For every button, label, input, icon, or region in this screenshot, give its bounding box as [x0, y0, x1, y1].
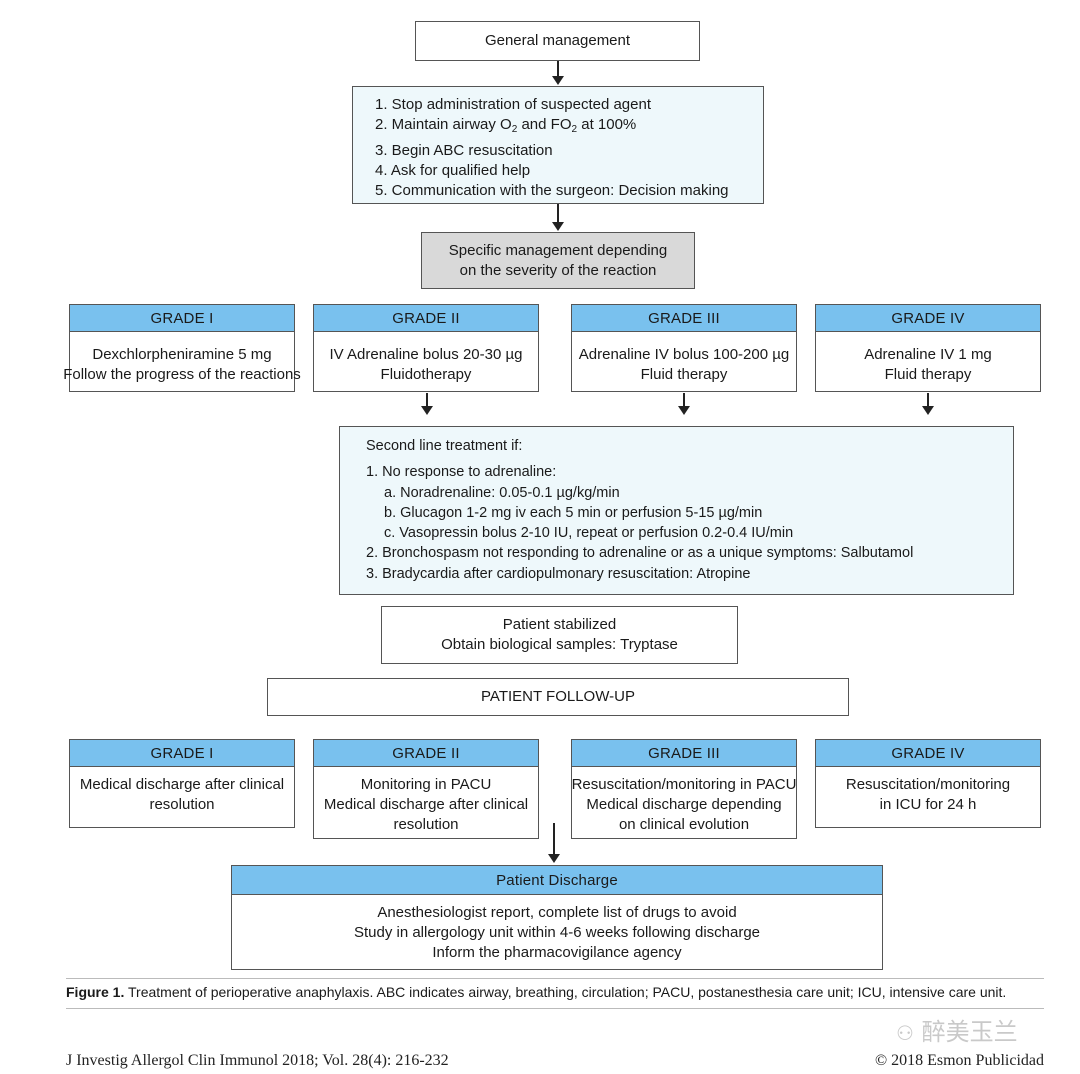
general-step-3: 3. Begin ABC resuscitation: [375, 141, 553, 159]
patient-follow-up-box: PATIENT FOLLOW-UP: [267, 678, 849, 716]
second-line-sub-a: a. Noradrenaline: 0.05-0.1 µg/kg/min: [384, 484, 620, 501]
patient-stabilized-box: Patient stabilized Obtain biological sam…: [381, 606, 738, 664]
grade-header: GRADE IV: [816, 305, 1040, 332]
arrow-grade3-to-second-line: [678, 393, 690, 415]
treatment-text: Adrenaline IV bolus 100-200 µg: [578, 346, 790, 363]
grade-header: GRADE I: [70, 305, 294, 332]
followup-text: Resuscitation/monitoring: [845, 776, 1011, 793]
grade-header: GRADE I: [70, 740, 294, 767]
grade-header: GRADE III: [572, 305, 796, 332]
arrow-general-to-steps: [552, 61, 564, 85]
followup-text: Medical discharge after clinical: [323, 796, 529, 813]
caption-top-rule: [66, 978, 1044, 979]
general-step-5: 5. Communication with the surgeon: Decis…: [375, 182, 729, 200]
followup-grade-2: GRADE II Monitoring in PACU Medical disc…: [313, 739, 539, 839]
copyright: © 2018 Esmon Publicidad: [874, 1052, 1044, 1069]
stabilized-line-1: Patient stabilized: [502, 616, 617, 633]
watermark: ⚇ 醉美玉兰: [896, 1012, 1018, 1047]
caption-label: Figure 1.: [66, 984, 125, 1000]
followup-text: on clinical evolution: [618, 816, 750, 833]
arrow-followup-to-discharge: [548, 823, 560, 863]
treatment-text: IV Adrenaline bolus 20-30 µg: [329, 346, 523, 363]
second-line-item-1: 1. No response to adrenaline:: [366, 464, 557, 481]
treatment-text: Fluidotherapy: [380, 366, 472, 383]
treatment-text: Fluid therapy: [884, 366, 972, 383]
treatment-grade-3: GRADE III Adrenaline IV bolus 100-200 µg…: [571, 304, 797, 392]
journal-citation: J Investig Allergol Clin Immunol 2018; V…: [66, 1052, 449, 1069]
general-step-4: 4. Ask for qualified help: [375, 161, 531, 179]
second-line-box: Second line treatment if: 1. No response…: [339, 426, 1014, 595]
general-steps-box: 1. Stop administration of suspected agen…: [352, 86, 764, 204]
grade-header: GRADE II: [314, 740, 538, 767]
specific-management-box: Specific management depending on the sev…: [421, 232, 695, 289]
arrow-steps-to-specific: [552, 204, 564, 231]
specific-management-line-1: Specific management depending: [448, 241, 668, 259]
chat-bubble-icon: ⚇: [896, 1021, 914, 1045]
followup-text: resolution: [393, 816, 459, 833]
patient-discharge-box: Patient Discharge Anesthesiologist repor…: [231, 865, 883, 970]
arrow-grade4-to-second-line: [922, 393, 934, 415]
grade-header: GRADE IV: [816, 740, 1040, 767]
treatment-text: Fluid therapy: [640, 366, 728, 383]
treatment-text: Dexchlorpheniramine 5 mg: [92, 346, 272, 363]
second-line-sub-c: c. Vasopressin bolus 2-10 IU, repeat or …: [384, 525, 794, 542]
discharge-header: Patient Discharge: [232, 866, 882, 895]
caption-text: Treatment of perioperative anaphylaxis. …: [124, 984, 1007, 1000]
discharge-line-1: Anesthesiologist report, complete list o…: [377, 904, 737, 921]
second-line-item-3: 3. Bradycardia after cardiopulmonary res…: [366, 565, 751, 582]
caption-bottom-rule: [66, 1008, 1044, 1009]
discharge-line-3: Inform the pharmacovigilance agency: [432, 944, 682, 961]
followup-text: Resuscitation/monitoring in PACU: [571, 776, 797, 793]
specific-management-line-2: on the severity of the reaction: [459, 261, 657, 279]
treatment-grade-4: GRADE IV Adrenaline IV 1 mg Fluid therap…: [815, 304, 1041, 392]
general-management-box: General management: [415, 21, 700, 61]
grade-header: GRADE III: [572, 740, 796, 767]
follow-up-label: PATIENT FOLLOW-UP: [481, 688, 635, 705]
followup-text: in ICU for 24 h: [879, 796, 977, 813]
followup-text: resolution: [149, 796, 215, 813]
followup-grade-3: GRADE III Resuscitation/monitoring in PA…: [571, 739, 797, 839]
treatment-grade-1: GRADE I Dexchlorpheniramine 5 mg Follow …: [63, 304, 301, 392]
general-step-2: 2. Maintain airway O2 and FO2 at 100%: [375, 116, 637, 136]
figure-caption: Figure 1. Treatment of perioperative ana…: [66, 984, 1006, 1000]
followup-grade-4: GRADE IV Resuscitation/monitoring in ICU…: [815, 739, 1041, 828]
second-line-sub-b: b. Glucagon 1-2 mg iv each 5 min or perf…: [384, 504, 763, 521]
followup-grade-1: GRADE I Medical discharge after clinical…: [69, 739, 295, 828]
treatment-text: Adrenaline IV 1 mg: [864, 346, 992, 363]
second-line-item-2: 2. Bronchospasm not responding to adrena…: [366, 545, 914, 562]
treatment-grade-2: GRADE II IV Adrenaline bolus 20-30 µg Fl…: [313, 304, 539, 392]
arrow-grade2-to-second-line: [421, 393, 433, 415]
stabilized-line-2: Obtain biological samples: Tryptase: [441, 636, 678, 653]
treatment-text: Follow the progress of the reactions: [63, 366, 301, 383]
second-line-title: Second line treatment if:: [366, 438, 523, 454]
followup-text: Medical discharge depending: [586, 796, 782, 813]
watermark-text: 醉美玉兰: [921, 1018, 1018, 1046]
grade-header: GRADE II: [314, 305, 538, 332]
followup-text: Monitoring in PACU: [360, 776, 492, 793]
discharge-line-2: Study in allergology unit within 4-6 wee…: [353, 924, 761, 941]
general-management-label: General management: [484, 32, 631, 49]
followup-text: Medical discharge after clinical: [79, 776, 285, 793]
general-step-1: 1. Stop administration of suspected agen…: [375, 96, 652, 113]
